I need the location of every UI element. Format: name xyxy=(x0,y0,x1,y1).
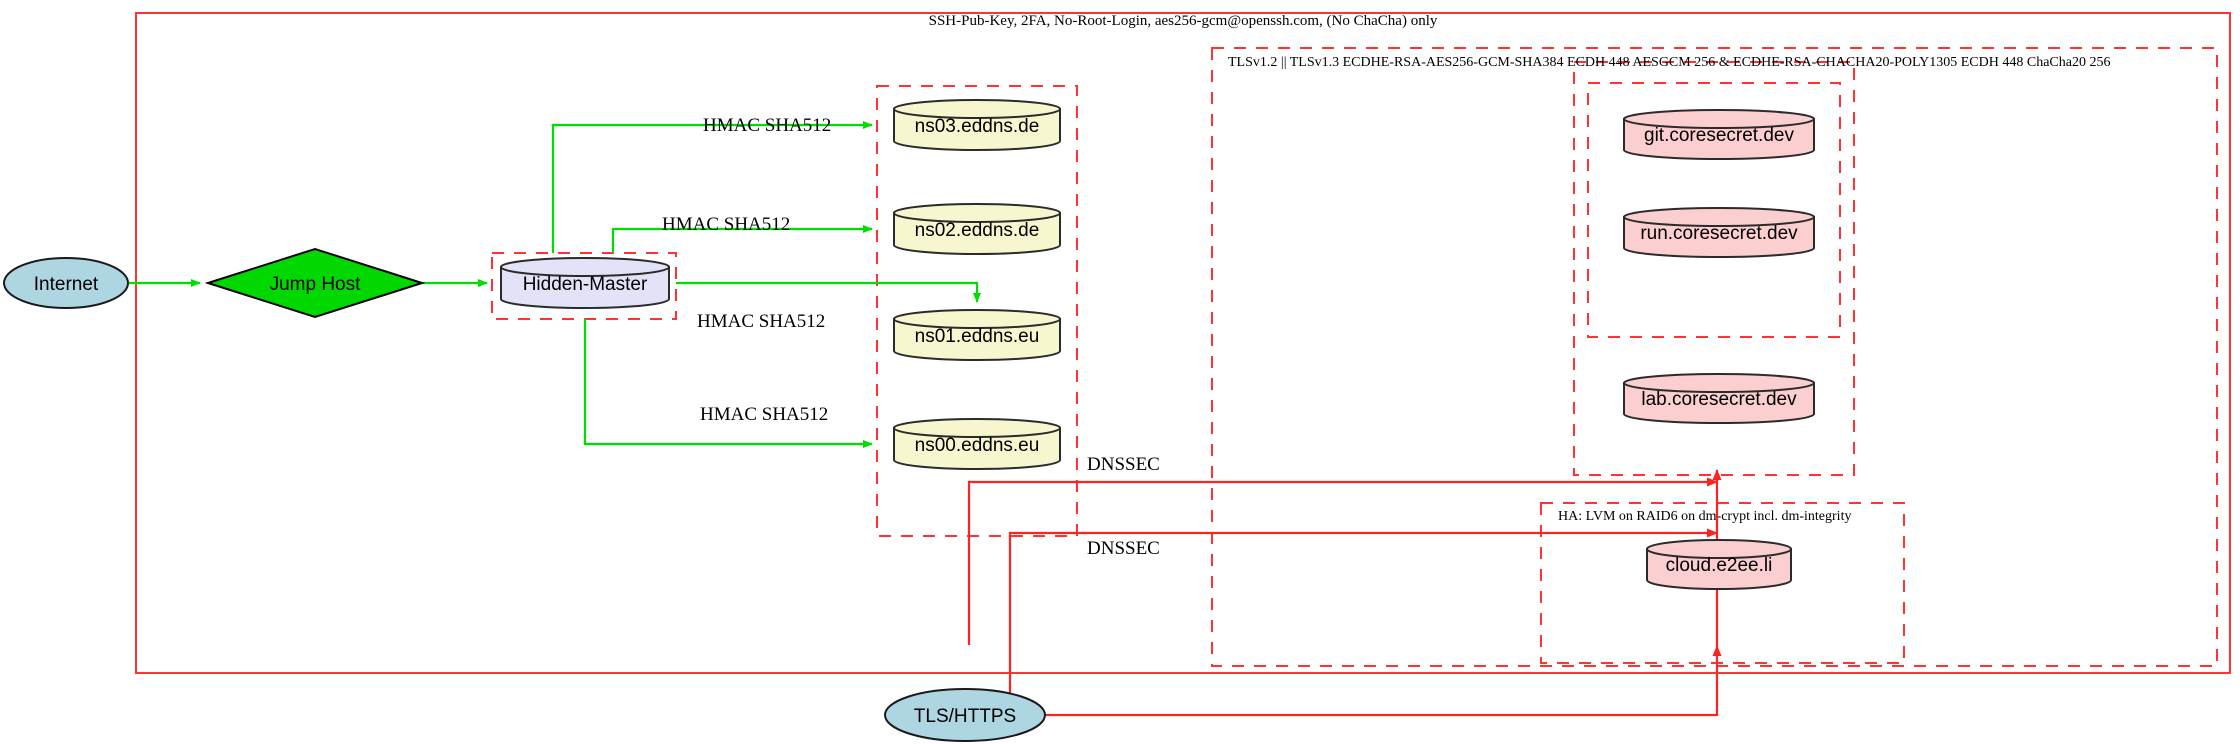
cluster-tls-policy xyxy=(1211,47,2218,667)
cloud-top xyxy=(1646,539,1792,559)
git-label: git.coresecret.dev xyxy=(1644,125,1794,146)
node-ns00[interactable]: ns00.eddns.eu xyxy=(893,418,1061,470)
ns00-label: ns00.eddns.eu xyxy=(915,435,1040,456)
internet-shape xyxy=(3,257,129,309)
label-ssh-policy: SSH-Pub-Key, 2FA, No-Root-Login, aes256-… xyxy=(929,13,1438,29)
cluster-dns-servers xyxy=(876,85,1078,537)
ns00-body xyxy=(893,427,1061,470)
node-internet[interactable]: Internet xyxy=(3,257,129,309)
ns01-top xyxy=(893,309,1061,329)
node-ns01[interactable]: ns01.eddns.eu xyxy=(893,309,1061,361)
ns03-body xyxy=(893,108,1061,151)
label-tls-policy: TLSv1.2 || TLSv1.3 ECDHE-RSA-AES256-GCM-… xyxy=(1228,55,2110,70)
edge-dnssec-upper xyxy=(967,477,1718,489)
hidden-master-label: Hidden-Master xyxy=(523,274,648,295)
git-body xyxy=(1623,118,1815,160)
node-jump-host[interactable]: Jump Host xyxy=(204,247,426,319)
ns01-body xyxy=(893,318,1061,361)
hidden-master-top xyxy=(500,257,670,277)
ns00-top xyxy=(893,418,1061,438)
ns02-label: ns02.eddns.de xyxy=(915,220,1040,241)
edge-label-hmac-ns00: HMAC SHA512 xyxy=(700,404,828,425)
node-git-coresecret[interactable]: git.coresecret.dev xyxy=(1623,109,1815,160)
ns03-label: ns03.eddns.de xyxy=(915,116,1040,137)
node-ns03[interactable]: ns03.eddns.de xyxy=(893,99,1061,151)
run-top xyxy=(1623,207,1815,227)
edge-hiddenmaster-to-ns02 xyxy=(611,225,873,253)
node-lab-coresecret[interactable]: lab.coresecret.dev xyxy=(1623,373,1815,424)
edge-label-dnssec-upper: DNSSEC xyxy=(1087,454,1160,475)
edge-tlshttps-to-ha xyxy=(1045,645,1722,717)
cloud-label: cloud.e2ee.li xyxy=(1666,555,1773,576)
lab-label: lab.coresecret.dev xyxy=(1641,389,1797,410)
edge-label-hmac-ns03: HMAC SHA512 xyxy=(703,115,831,136)
node-hidden-master[interactable]: Hidden-Master xyxy=(500,257,670,309)
lab-body xyxy=(1623,382,1815,424)
lab-top xyxy=(1623,373,1815,393)
node-run-coresecret[interactable]: run.coresecret.dev xyxy=(1623,207,1815,258)
cluster-ssh-policy xyxy=(135,12,2231,674)
internet-label: Internet xyxy=(34,274,99,295)
jump-host-shape xyxy=(204,247,426,319)
cluster-ha-storage xyxy=(1540,502,1905,664)
node-ns02[interactable]: ns02.eddns.de xyxy=(893,203,1061,255)
edge-hiddenmaster-to-ns03 xyxy=(551,121,873,253)
edge-label-hmac-ns02: HMAC SHA512 xyxy=(662,214,790,235)
tls-https-shape xyxy=(884,688,1046,742)
run-body xyxy=(1623,216,1815,258)
ns03-top xyxy=(893,99,1061,119)
cloud-body xyxy=(1646,548,1792,590)
git-top xyxy=(1623,109,1815,129)
cluster-coresecret-outer xyxy=(1573,61,1855,476)
jump-host-label: Jump Host xyxy=(270,274,362,295)
edge-label-hmac-ns01: HMAC SHA512 xyxy=(697,311,825,332)
label-ha-policy: HA: LVM on RAID6 on dm-crypt incl. dm-in… xyxy=(1558,509,1851,524)
edge-hiddenmaster-to-ns00 xyxy=(583,319,873,448)
run-label: run.coresecret.dev xyxy=(1640,223,1798,244)
ns01-label: ns01.eddns.eu xyxy=(915,326,1040,347)
ns02-body xyxy=(893,212,1061,255)
hidden-master-body xyxy=(500,266,670,309)
tls-https-label: TLS/HTTPS xyxy=(914,706,1016,727)
node-tls-https[interactable]: TLS/HTTPS xyxy=(884,688,1046,742)
cluster-coresecret-services xyxy=(1587,82,1841,338)
ns02-top xyxy=(893,203,1061,223)
edge-hiddenmaster-to-ns01 xyxy=(676,281,981,303)
node-cloud-e2ee[interactable]: cloud.e2ee.li xyxy=(1646,539,1792,590)
edge-dnssec-lower xyxy=(1008,528,1718,538)
edge-label-dnssec-lower: DNSSEC xyxy=(1087,538,1160,559)
